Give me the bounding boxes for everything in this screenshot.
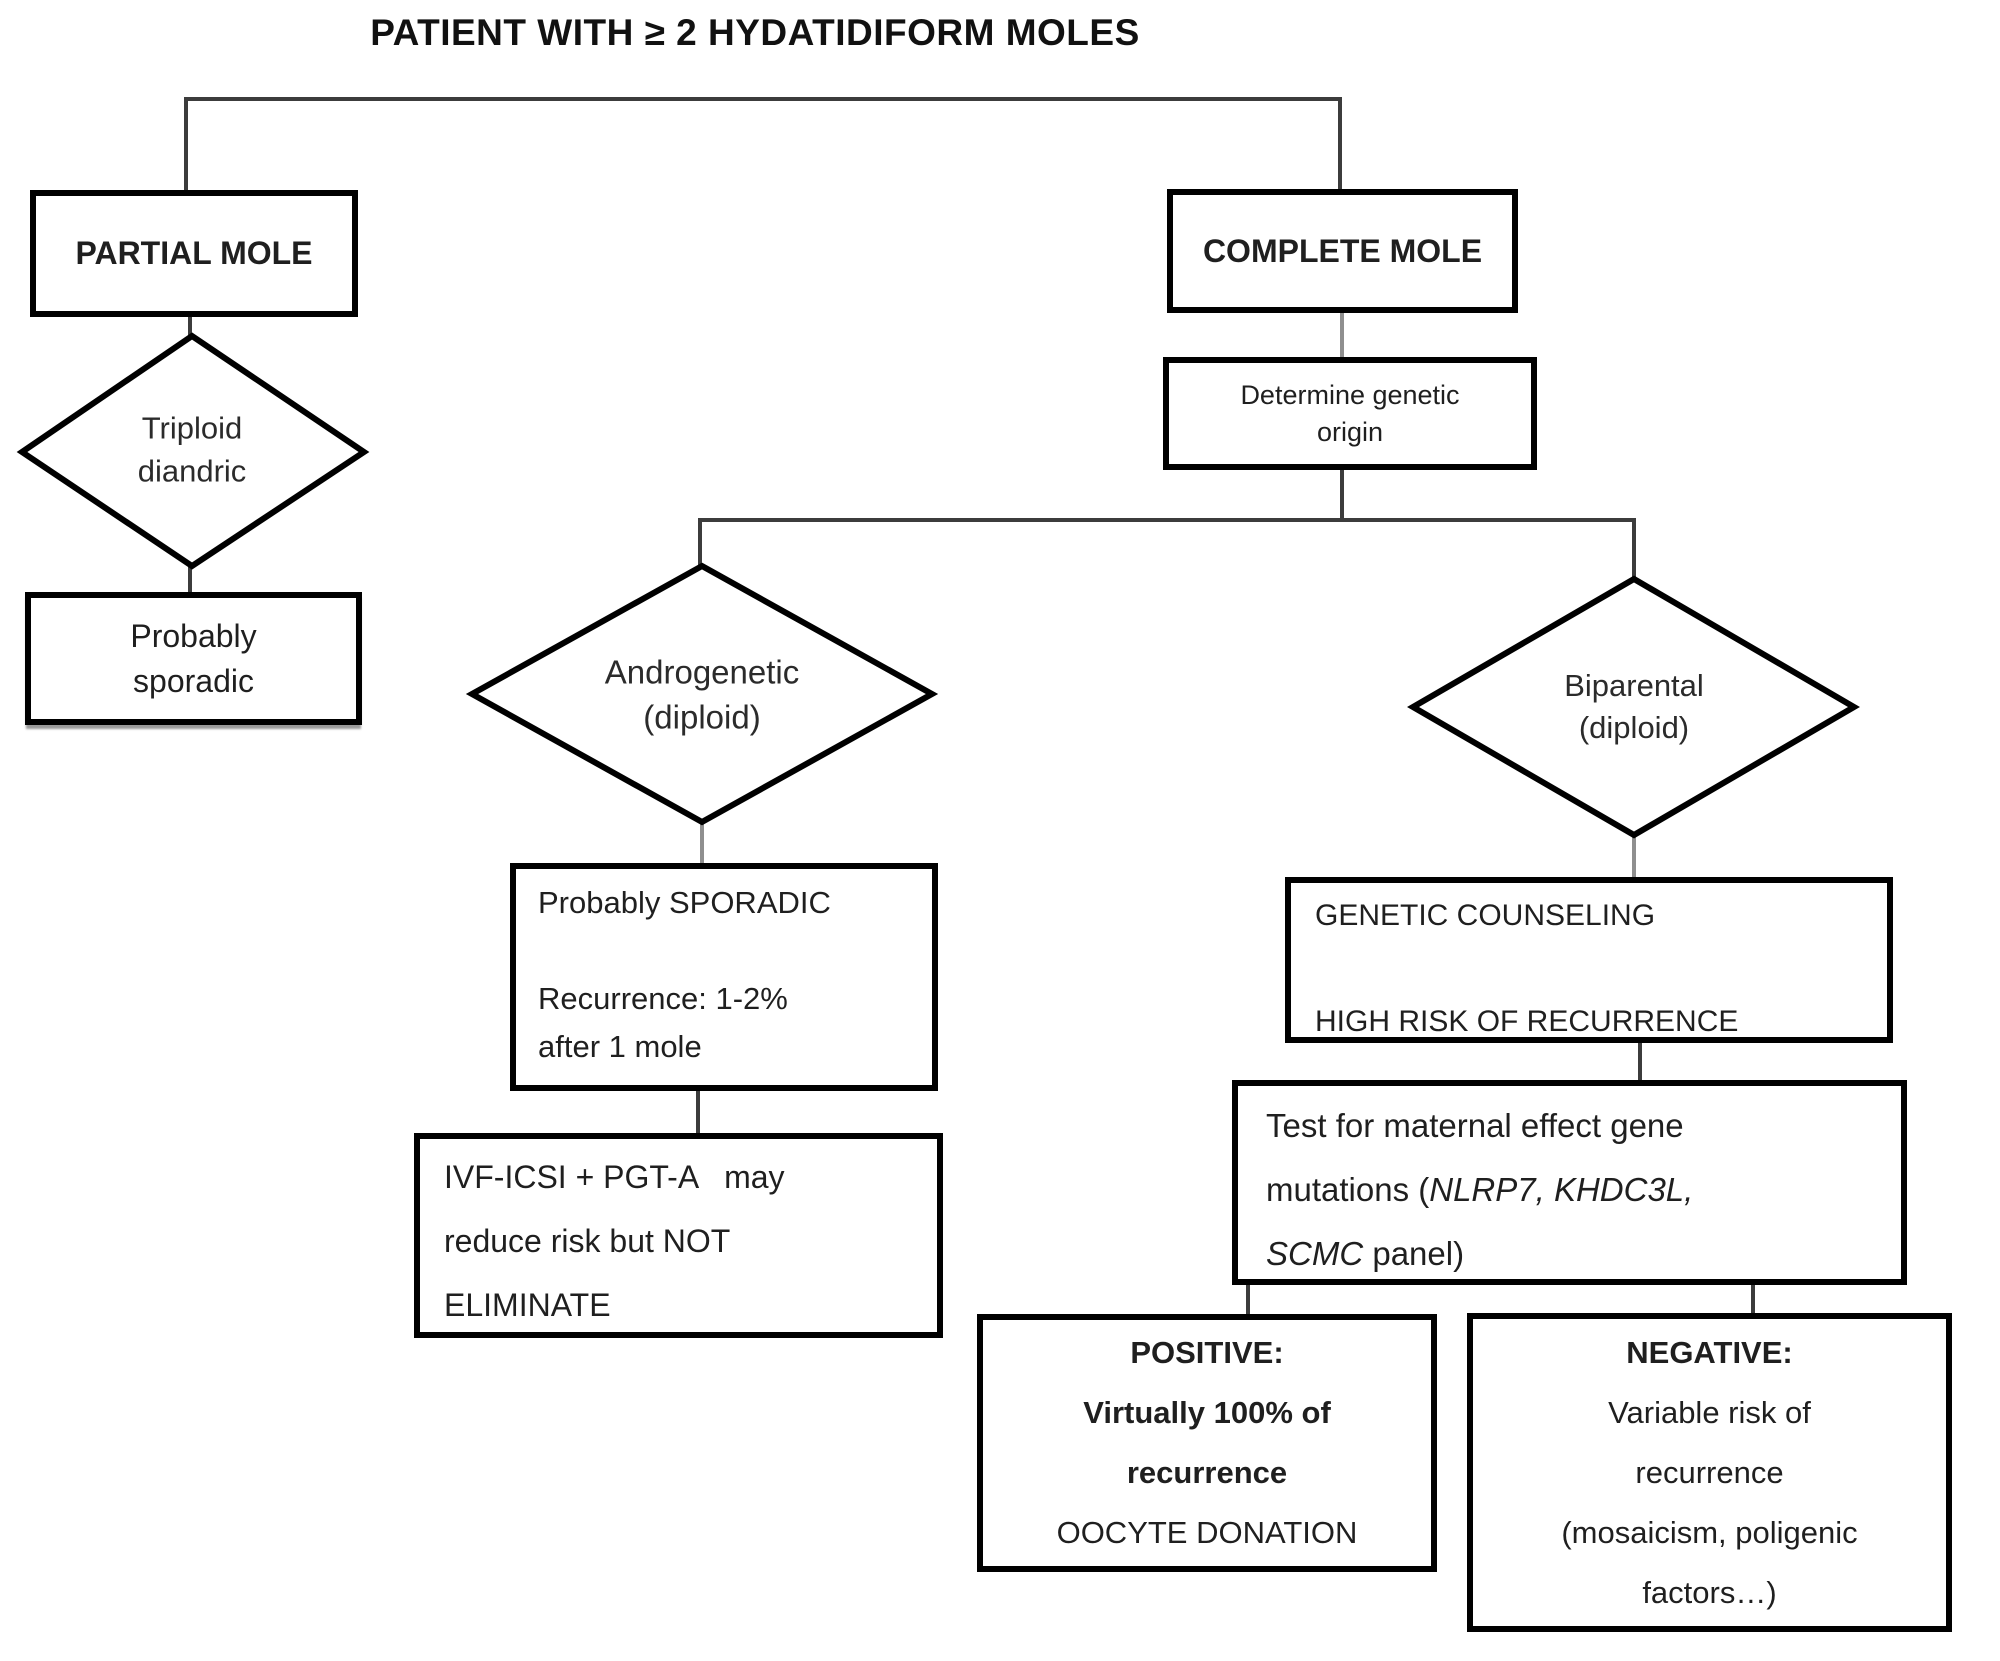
probably-sporadic-label: Probably sporadic <box>130 617 257 699</box>
biparental-diamond-shape <box>1407 575 1860 839</box>
ivf-pgt-box: IVF-ICSI + PGT-A may reduce risk but NOT… <box>414 1133 943 1338</box>
sporadic-recurrence-box: Probably SPORADIC Recurrence: 1-2% after… <box>510 863 938 1091</box>
determine-genetic-origin-label: Determine genetic origin <box>1240 380 1460 447</box>
maternal-gene-test-line1: Test for maternal effect gene <box>1266 1094 1693 1158</box>
biparental-diploid-label: Biparental (diploid) <box>1564 668 1704 745</box>
genetic-counseling-label: GENETIC COUNSELING HIGH RISK OF RECURREN… <box>1315 899 1739 1038</box>
triploid-diandric-label: Triploid diandric <box>137 410 247 489</box>
sporadic-recurrence-label: Probably SPORADIC Recurrence: 1-2% after… <box>538 885 831 1064</box>
maternal-gene-test-line2-regular: mutations ( <box>1266 1171 1430 1208</box>
maternal-gene-test-line2: mutations (NLRP7, KHDC3L, <box>1266 1158 1693 1222</box>
genetic-counseling-box: GENETIC COUNSELING HIGH RISK OF RECURREN… <box>1285 877 1893 1043</box>
positive-outcome-bold: POSITIVE: Virtually 100% of recurrence <box>1083 1335 1331 1490</box>
complete-mole-box: COMPLETE MOLE <box>1167 189 1518 313</box>
positive-outcome-regular: OOCYTE DONATION <box>1056 1515 1358 1550</box>
page-title: PATIENT WITH ≥ 2 HYDATIDIFORM MOLES <box>370 12 1140 53</box>
androgenetic-diploid-label: Androgenetic (diploid) <box>604 653 800 735</box>
maternal-gene-test-line3-regular: panel) <box>1363 1235 1465 1272</box>
maternal-gene-test-line2-genes: NLRP7, KHDC3L, <box>1429 1171 1694 1208</box>
triploid-diamond-shape <box>16 332 370 570</box>
maternal-gene-test-line3-gene: SCMC <box>1266 1235 1364 1272</box>
determine-genetic-origin-box: Determine genetic origin <box>1163 357 1537 470</box>
positive-outcome-text: POSITIVE: Virtually 100% of recurrence O… <box>983 1323 1431 1563</box>
maternal-gene-test-box: Test for maternal effect gene mutations … <box>1232 1080 1907 1285</box>
negative-outcome-text: NEGATIVE: Variable risk of recurrence (m… <box>1473 1323 1946 1623</box>
partial-mole-box: PARTIAL MOLE <box>30 190 358 317</box>
androgenetic-diamond-shape <box>465 562 939 826</box>
maternal-gene-test-text: Test for maternal effect gene mutations … <box>1266 1094 1693 1286</box>
maternal-gene-test-line1-text: Test for maternal effect gene <box>1266 1107 1684 1144</box>
negative-outcome-box: NEGATIVE: Variable risk of recurrence (m… <box>1467 1313 1952 1632</box>
ivf-pgt-label: IVF-ICSI + PGT-A may reduce risk but NOT… <box>444 1159 785 1323</box>
positive-outcome-box: POSITIVE: Virtually 100% of recurrence O… <box>977 1314 1437 1572</box>
probably-sporadic-box: Probably sporadic <box>25 592 362 725</box>
partial-mole-label: PARTIAL MOLE <box>75 235 313 271</box>
negative-outcome-regular: Variable risk of recurrence (mosaicism, … <box>1561 1394 1858 1610</box>
maternal-gene-test-line3: SCMC panel) <box>1266 1222 1693 1286</box>
negative-outcome-bold: NEGATIVE: <box>1626 1334 1793 1370</box>
complete-mole-label: COMPLETE MOLE <box>1202 232 1483 269</box>
